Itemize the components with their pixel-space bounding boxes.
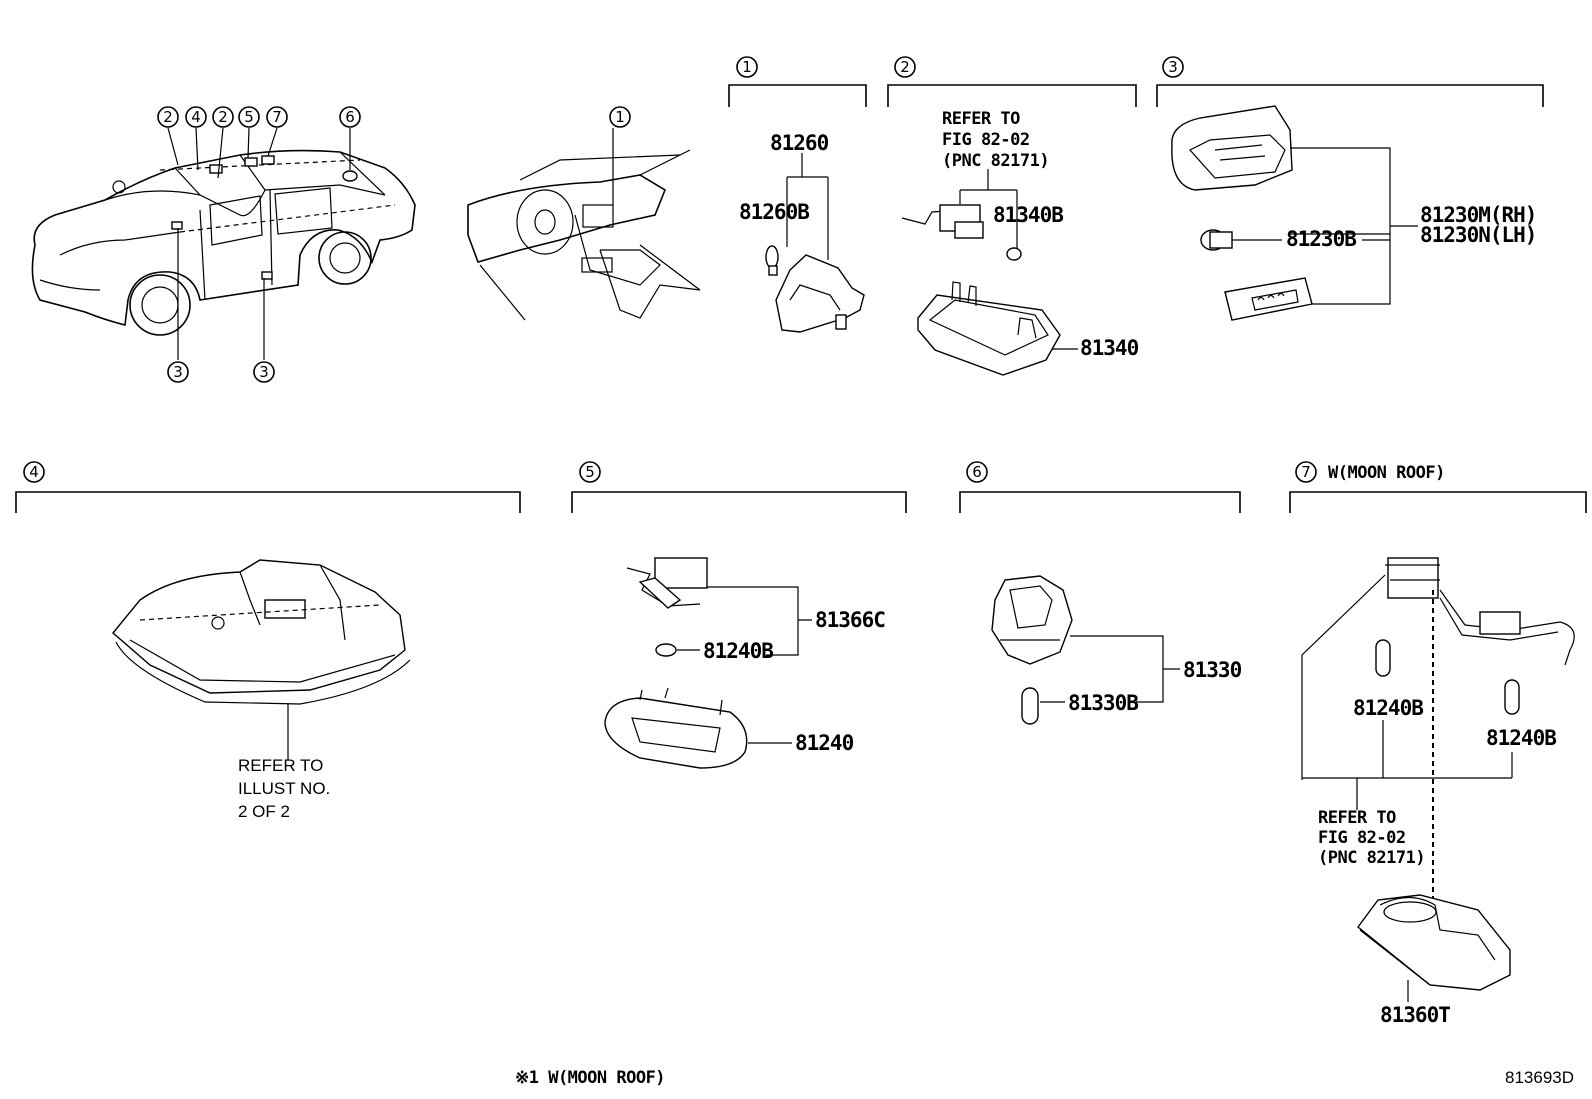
part-81230N: 81230N(LH) (1420, 223, 1536, 247)
car-callout-2a: 2 (157, 106, 179, 128)
car-callout-7: 7 (266, 106, 288, 128)
section-2-refer-line-1: REFER TO (942, 109, 1020, 129)
moonroof-wire-harness (1301, 557, 1575, 780)
car-overview-illustration (31, 127, 416, 360)
moonroof-lamp-housing (1357, 894, 1511, 991)
section-number: 4 (29, 463, 39, 481)
section-5-marker: 5 (579, 461, 601, 483)
part-81230M: 81230M(RH) (1420, 203, 1536, 227)
car-callout-6: 6 (339, 106, 361, 128)
section-number: 1 (742, 58, 752, 76)
section-2-refer-line-2: FIG 82-02 (942, 130, 1030, 150)
section-4-marker: 4 (23, 461, 45, 483)
section-5: 5 81366C 81240B 81240 (571, 461, 907, 769)
part-81260B: 81260B (739, 200, 809, 224)
section-7-refer-line-3: (PNC 82171) (1318, 848, 1425, 868)
trunk-lamp-housing (991, 575, 1073, 665)
part-81240: 81240 (795, 731, 854, 755)
section-number: 5 (585, 463, 595, 481)
door-lamp-lens (1224, 277, 1313, 321)
section-2-marker: 2 (894, 56, 916, 78)
part-81240B-section7-b: 81240B (1486, 726, 1556, 750)
bulb-icon (1021, 687, 1039, 725)
section-5-bracket (571, 491, 907, 513)
section-7-title: W(MOON ROOF) (1328, 463, 1445, 483)
car-callout-3b: 3 (253, 361, 275, 383)
section-1: 1 81260 81260B (728, 56, 867, 333)
part-81360T: 81360T (1380, 1003, 1450, 1027)
callout-number: 2 (163, 108, 173, 126)
vanity-lamp-lens (604, 687, 748, 769)
part-81230B: 81230B (1286, 227, 1356, 251)
section-4: 4 REFER TO ILLUST NO. 2 OF 2 (15, 461, 521, 821)
part-81340B: 81340B (993, 203, 1063, 227)
part-81340: 81340 (1080, 336, 1139, 360)
callout-number: 6 (345, 108, 355, 126)
section-2-refer-line-3: (PNC 82171) (942, 151, 1049, 171)
bulb-icon (1504, 679, 1520, 715)
section-4-refer-line-3: 2 OF 2 (238, 802, 290, 821)
bulb-icon (1200, 229, 1233, 251)
callout-number: 4 (191, 108, 201, 126)
overhead-console-assembly (112, 559, 411, 705)
section-4-refer-line-1: REFER TO (238, 756, 323, 775)
dash-callout-1: 1 (609, 106, 631, 128)
callout-number: 5 (244, 108, 254, 126)
section-3-marker: 3 (1162, 56, 1184, 78)
section-2-bracket (887, 84, 1137, 107)
bulb-icon (1006, 247, 1022, 261)
callout-number: 2 (218, 108, 228, 126)
section-number: 7 (1301, 463, 1311, 481)
section-6-marker: 6 (966, 461, 988, 483)
callout-number: 7 (272, 108, 282, 126)
part-81330B: 81330B (1068, 691, 1138, 715)
dashboard-illustration (467, 128, 701, 321)
part-81330: 81330 (1183, 658, 1242, 682)
section-3-bracket (1156, 84, 1544, 107)
section-1-bracket (728, 84, 867, 107)
car-callout-2b: 2 (212, 106, 234, 128)
part-81240B-section5: 81240B (703, 639, 773, 663)
wire-harness-connector (901, 204, 984, 239)
car-callout-4: 4 (185, 106, 207, 128)
section-7-refer-line-2: FIG 82-02 (1318, 828, 1406, 848)
section-2: 2 REFER TO FIG 82-02 (PNC 82171) 81340B … (887, 56, 1140, 376)
section-1-marker: 1 (736, 56, 758, 78)
section-3: 3 81230B 81230M(RH) 81230N(LH) (1156, 56, 1544, 321)
section-number: 2 (900, 58, 910, 76)
part-81366C: 81366C (815, 608, 885, 632)
door-courtesy-lamp-housing (1171, 105, 1293, 191)
bulb-icon (655, 643, 677, 657)
section-4-refer-line-2: ILLUST NO. (238, 779, 330, 798)
section-7-marker: 7 (1295, 461, 1317, 483)
lamp-socket-wire (626, 557, 708, 609)
bulb-icon (1375, 639, 1391, 677)
section-number: 6 (972, 463, 982, 481)
bulb-icon (765, 245, 779, 276)
map-lamp-body (917, 281, 1061, 376)
part-81240B-section7-a: 81240B (1353, 696, 1423, 720)
footer-note: ※1 W(MOON ROOF) (515, 1068, 665, 1088)
courtesy-lamp-body (775, 254, 865, 333)
section-4-bracket (15, 491, 521, 513)
callout-number: 1 (615, 108, 625, 126)
section-7: 7 W(MOON ROOF) 81240B 81240B REFER TO FI… (1289, 461, 1587, 1027)
section-number: 3 (1168, 58, 1178, 76)
car-callout-3a: 3 (167, 361, 189, 383)
callout-number: 3 (173, 363, 183, 381)
section-7-refer-line-1: REFER TO (1318, 808, 1396, 828)
section-6: 6 81330 81330B (959, 461, 1243, 725)
car-callout-5: 5 (238, 106, 260, 128)
section-6-bracket (959, 491, 1241, 513)
part-81260: 81260 (770, 131, 829, 155)
illustration-code: 813693D (1505, 1068, 1574, 1087)
callout-number: 3 (259, 363, 269, 381)
section-7-bracket (1289, 491, 1587, 513)
